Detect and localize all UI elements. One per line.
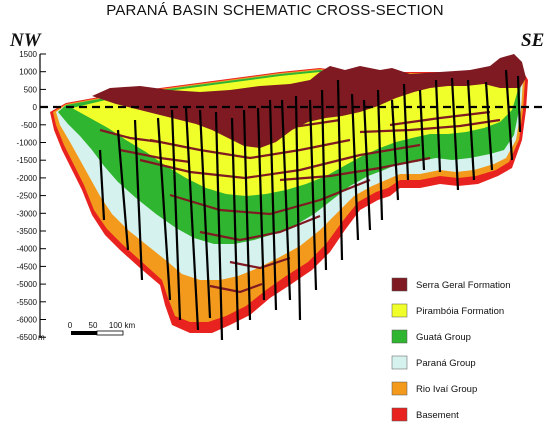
well-line bbox=[242, 109, 252, 321]
depth-tick-label: -4000 bbox=[17, 245, 38, 254]
depth-tick-label: 0 bbox=[33, 103, 38, 112]
diagram-title: PARANÁ BASIN SCHEMATIC CROSS-SECTION bbox=[106, 2, 444, 19]
legend-swatch bbox=[391, 381, 408, 396]
well-line bbox=[280, 99, 292, 301]
well-line bbox=[504, 69, 514, 161]
nw-direction-label: NW bbox=[10, 30, 41, 51]
well-line bbox=[516, 75, 522, 133]
scale-label-50: 50 bbox=[89, 321, 98, 330]
sill-line bbox=[99, 128, 161, 144]
se-direction-label: SE bbox=[521, 30, 545, 51]
well-line bbox=[484, 81, 494, 171]
scale-bar: 0 50 100 km bbox=[68, 321, 136, 336]
well-line bbox=[268, 99, 278, 311]
legend-swatch bbox=[391, 329, 408, 344]
well-line bbox=[390, 99, 400, 201]
well-line bbox=[214, 111, 224, 341]
depth-tick-label: -3000 bbox=[17, 209, 38, 218]
legend-swatch bbox=[391, 303, 408, 318]
sill-line bbox=[249, 118, 341, 132]
well-line bbox=[198, 109, 212, 319]
depth-unit-label: m bbox=[38, 333, 45, 342]
depth-tick-label: -1500 bbox=[17, 156, 38, 165]
depth-tick-label: -2000 bbox=[17, 174, 38, 183]
scale-bar-white-segment bbox=[96, 330, 124, 336]
legend-label: Guatá Group bbox=[416, 332, 471, 343]
well-lines bbox=[98, 69, 522, 341]
well-line bbox=[294, 95, 302, 321]
sill-line bbox=[359, 118, 501, 134]
well-line bbox=[336, 79, 344, 261]
legend-swatch bbox=[391, 277, 408, 292]
well-line bbox=[418, 89, 426, 171]
depth-tick-label: 1000 bbox=[19, 68, 37, 77]
sill-line bbox=[229, 256, 291, 270]
depth-tick-label: 1500 bbox=[19, 50, 37, 59]
well-line bbox=[402, 83, 410, 181]
well-line bbox=[376, 89, 384, 221]
well-line bbox=[350, 93, 360, 241]
depth-axis: 1500 1000 500 0 -500 -1000 -1500 -2000 -2500 -300… bbox=[17, 50, 46, 342]
depth-tick-label: -4500 bbox=[17, 262, 38, 271]
depth-tick-label: 500 bbox=[24, 85, 38, 94]
depth-tick-label: -1000 bbox=[17, 139, 38, 148]
legend-label: Pirambóia Formation bbox=[416, 306, 504, 317]
well-line bbox=[156, 117, 172, 301]
scale-label-0: 0 bbox=[68, 321, 73, 330]
well-line bbox=[466, 79, 476, 181]
well-line bbox=[116, 129, 130, 251]
depth-axis-ticks: 1500 1000 500 0 -500 -1000 -1500 -2000 -2500 -300… bbox=[17, 50, 46, 342]
legend-label: Paraná Group bbox=[416, 358, 476, 369]
depth-tick-label: -5500 bbox=[17, 298, 38, 307]
well-line bbox=[230, 117, 240, 331]
depth-tick-label: -5000 bbox=[17, 280, 38, 289]
depth-tick-label: -3500 bbox=[17, 227, 38, 236]
depth-tick-label: -2500 bbox=[17, 192, 38, 201]
well-line bbox=[320, 89, 328, 271]
legend-label: Rio Ivaí Group bbox=[416, 384, 477, 395]
well-line bbox=[434, 79, 442, 173]
legend-label: Basement bbox=[416, 410, 459, 421]
well-line bbox=[133, 119, 144, 281]
cross-section bbox=[40, 54, 546, 341]
legend-swatch bbox=[391, 355, 408, 370]
sill-line bbox=[169, 178, 371, 216]
depth-tick-label: -500 bbox=[21, 121, 38, 130]
depth-tick-label: -6500 bbox=[17, 333, 38, 342]
well-line bbox=[362, 99, 372, 231]
sill-line bbox=[149, 138, 351, 160]
well-line bbox=[308, 99, 318, 291]
scale-label-100: 100 km bbox=[109, 321, 136, 330]
well-line bbox=[98, 149, 106, 221]
scale-bar-black-segment bbox=[71, 331, 97, 335]
well-line bbox=[170, 109, 182, 321]
legend-swatch bbox=[391, 407, 408, 422]
depth-tick-label: -6000 bbox=[17, 316, 38, 325]
well-line bbox=[450, 77, 460, 191]
well-line bbox=[184, 107, 200, 331]
legend-label: Serra Geral Formation bbox=[416, 280, 511, 291]
well-line bbox=[256, 107, 266, 301]
